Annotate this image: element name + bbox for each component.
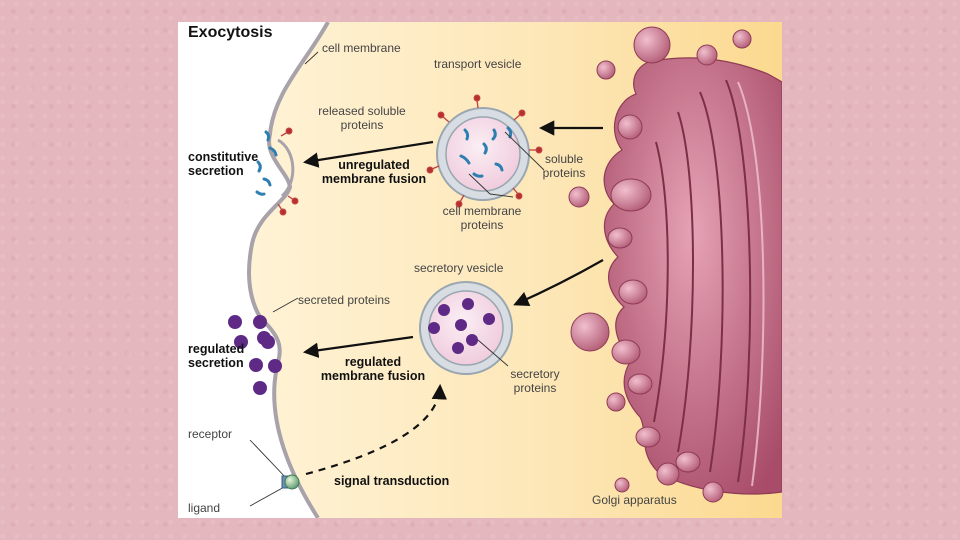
soluble-proteins-in-vesicle [459, 126, 513, 178]
released-soluble-proteins [255, 130, 278, 196]
cell-membrane [247, 22, 330, 518]
diagram-title: Exocytosis [188, 24, 273, 41]
label-golgi-apparatus: Golgi apparatus [592, 493, 677, 507]
secretory-vesicle [419, 281, 513, 375]
label-constitutive-secretion: constitutive secretion [188, 150, 259, 179]
label-soluble-proteins: soluble proteins [542, 152, 586, 180]
label-secretory-vesicle: secretory vesicle [414, 261, 504, 275]
label-receptor: receptor [188, 427, 233, 441]
fusion-pocket [277, 138, 295, 198]
transport-vesicle [426, 94, 543, 208]
label-ligand: ligand [188, 501, 221, 515]
label-regulated-secretion: regulated secretion [188, 342, 245, 371]
golgi-vesicles [568, 26, 752, 503]
label-secreted-proteins: secreted proteins [298, 293, 391, 307]
membrane-proteins-at-fusion [277, 127, 299, 216]
exocytosis-figure: Exocytosis cell membrane transport vesic… [178, 22, 782, 518]
label-cell-membrane: cell membrane [322, 41, 401, 55]
label-released-soluble-proteins: released soluble proteins [318, 104, 406, 132]
label-transport-vesicle: transport vesicle [434, 57, 522, 71]
arrows [302, 120, 604, 476]
membrane-proteins-on-vesicle [426, 94, 543, 208]
label-regulated-membrane-fusion: regulated membrane fusion [320, 355, 426, 384]
golgi-apparatus [603, 57, 782, 495]
diagram-canvas [228, 22, 782, 518]
label-cell-membrane-proteins: cell membrane proteins [442, 204, 522, 232]
leader-lines [249, 51, 545, 507]
secreted-proteins [228, 315, 282, 395]
label-signal-transduction: signal transduction [334, 474, 450, 488]
secretory-proteins-in-vesicle [428, 298, 495, 354]
label-unregulated-membrane-fusion: unregulated membrane fusion [321, 158, 427, 187]
label-secretory-proteins: secretory proteins [510, 367, 560, 395]
receptor-ligand [281, 474, 300, 490]
